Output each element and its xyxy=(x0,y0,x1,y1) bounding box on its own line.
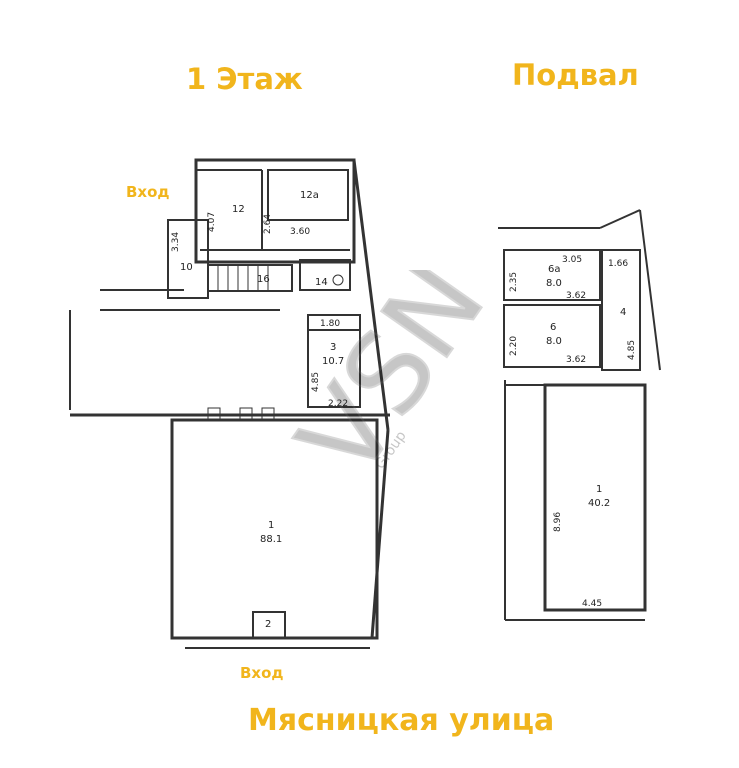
basement-room-6a-outline xyxy=(503,249,601,301)
room-1-area: 88.1 xyxy=(260,534,282,545)
dim-1-66: 1.66 xyxy=(608,259,628,269)
street-heading: Мясницкая улица xyxy=(248,703,555,738)
basement-room-6a-area: 8.0 xyxy=(546,278,562,289)
room-12a-number: 12а xyxy=(300,190,319,201)
room-12-number: 12 xyxy=(232,204,245,215)
room-12a-outline xyxy=(267,169,349,221)
room-14-number: 14 xyxy=(315,277,328,288)
dim-2-20: 2.20 xyxy=(509,336,519,356)
room-1-number: 1 xyxy=(268,520,274,531)
room-10-number: 10 xyxy=(180,262,193,273)
basement-room-6-number: 6 xyxy=(550,322,556,333)
stair-16-number: 16 xyxy=(257,274,270,285)
room-2-number: 2 xyxy=(265,619,271,630)
basement-room-4-number: 4 xyxy=(620,307,626,318)
room-3-number: 3 xyxy=(330,342,336,353)
basement-room-6-area: 8.0 xyxy=(546,336,562,347)
room-14-outline xyxy=(299,259,351,291)
basement-room-1-area: 40.2 xyxy=(588,498,610,509)
watermark-logo: VSN Group xyxy=(273,270,502,490)
room-2-outline xyxy=(252,611,286,639)
basement-room-6a-number: 6а xyxy=(548,264,561,275)
dim-3-62-lower: 3.62 xyxy=(566,355,586,365)
dim-8-96: 8.96 xyxy=(553,512,563,532)
dim-3-05: 3.05 xyxy=(562,255,582,265)
dim-4-85-floor1: 4.85 xyxy=(311,372,321,392)
basement-room-1-number: 1 xyxy=(596,484,602,495)
room-12-outline xyxy=(194,158,356,264)
floor1-heading: 1 Этаж xyxy=(186,62,303,96)
basement-room-4-outline xyxy=(601,249,641,371)
dim-3-34: 3.34 xyxy=(171,232,181,252)
stair-16-outline xyxy=(207,264,293,292)
room-10-outline xyxy=(167,219,209,299)
entrance-label-bottom: Вход xyxy=(240,664,284,682)
room-3-outline xyxy=(307,314,361,408)
entrance-label-top: Вход xyxy=(126,183,170,201)
room-3-area: 10.7 xyxy=(322,356,344,367)
dim-1-80: 1.80 xyxy=(320,319,340,329)
dim-3-60: 3.60 xyxy=(290,227,310,237)
basement-room-1-outline xyxy=(543,383,647,612)
dim-4-07: 4.07 xyxy=(207,212,217,232)
dim-4-45: 4.45 xyxy=(582,599,602,609)
fixture-14 xyxy=(332,274,344,286)
dim-2-35: 2.35 xyxy=(509,272,519,292)
basement-room-6-outline xyxy=(503,304,601,368)
dim-4-85-basement: 4.85 xyxy=(627,340,637,360)
dim-3-62-upper: 3.62 xyxy=(566,291,586,301)
basement-heading: Подвал xyxy=(512,58,639,92)
dim-2-22: 2.22 xyxy=(328,399,348,409)
dim-2-64: 2.64 xyxy=(263,214,273,234)
